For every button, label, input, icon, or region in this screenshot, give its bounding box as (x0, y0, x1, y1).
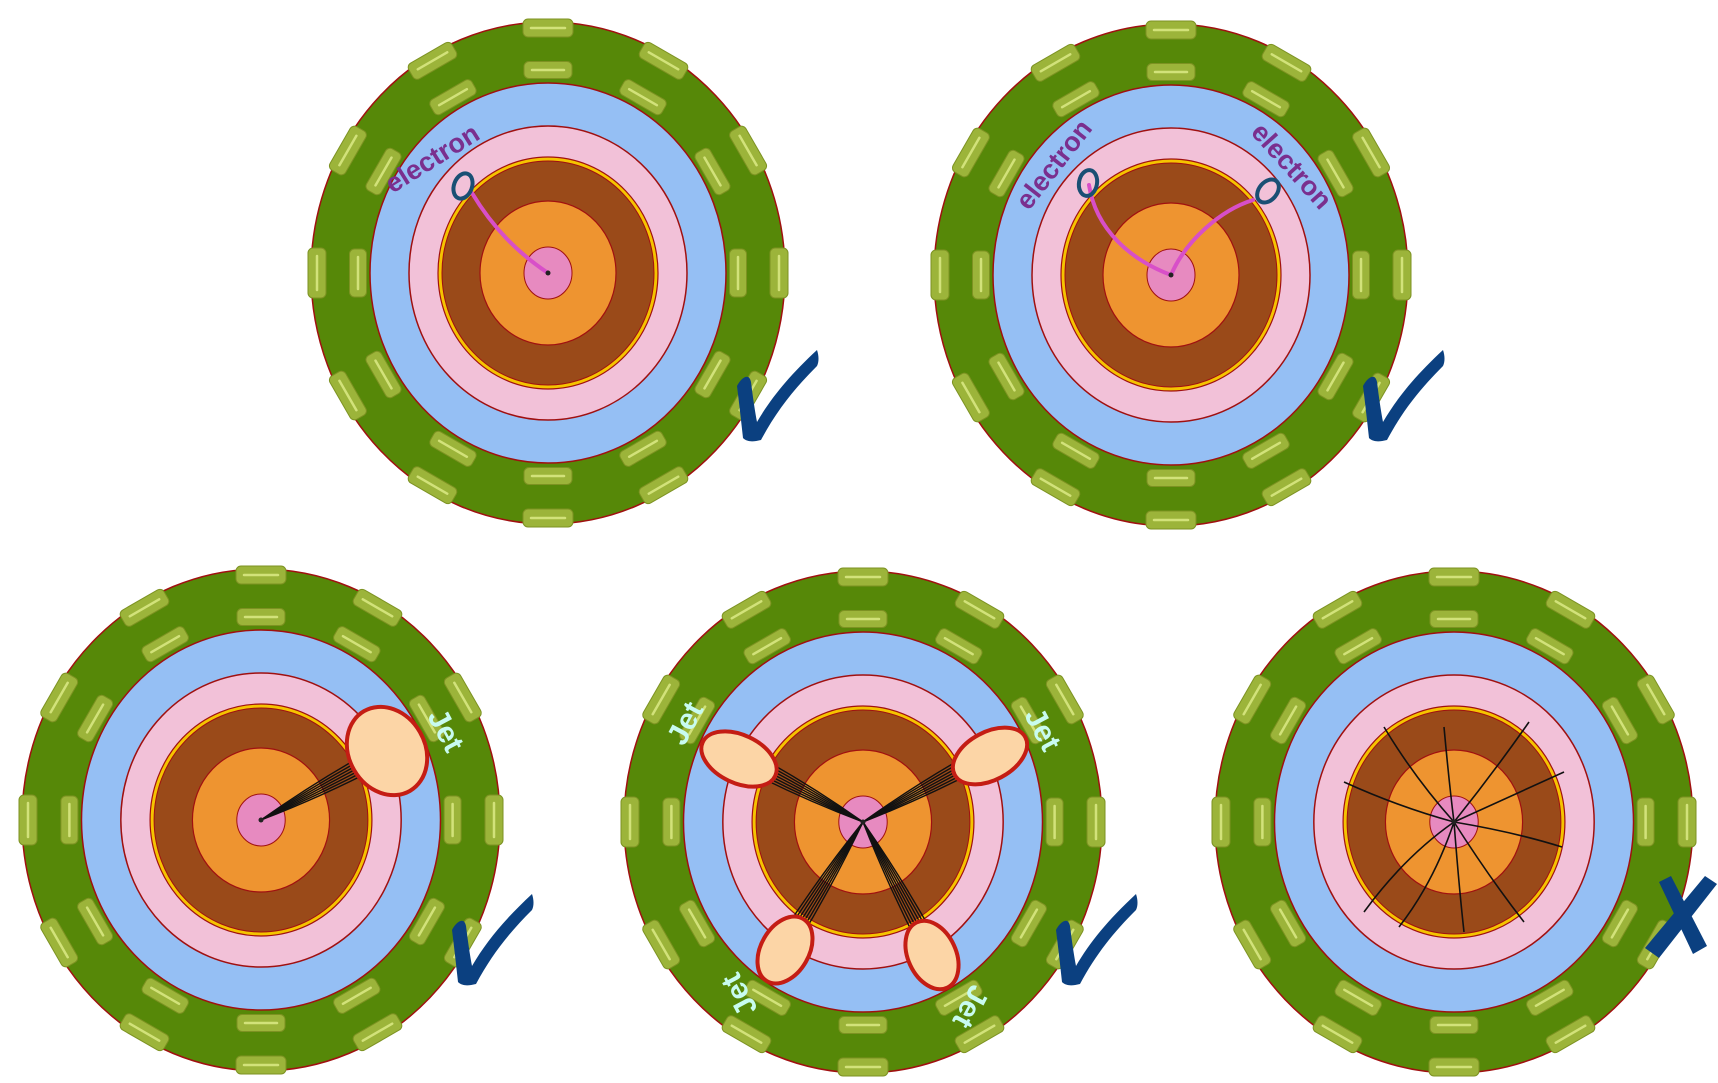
muon-chamber (621, 797, 639, 847)
muon-chamber (444, 796, 461, 844)
muon-chamber (523, 19, 573, 37)
muon-chamber (1678, 797, 1696, 847)
muon-chamber (236, 1056, 286, 1074)
muon-chamber (485, 795, 503, 845)
single-jet-event: Jet (19, 566, 534, 1074)
muon-chamber (524, 468, 572, 485)
muon-chamber (770, 248, 788, 298)
muon-chamber (663, 798, 680, 846)
muon-chamber (1146, 21, 1196, 39)
muon-chamber (838, 1058, 888, 1076)
muon-chamber (308, 248, 326, 298)
single-electron-event: electron (308, 19, 819, 527)
vertex-dot (259, 818, 264, 823)
muon-chamber (61, 796, 78, 844)
vertex-dot (1169, 273, 1174, 278)
muon-chamber (1147, 64, 1195, 81)
muon-chamber (1254, 798, 1271, 846)
muon-chamber (1212, 797, 1230, 847)
muon-chamber (1429, 1058, 1479, 1076)
muon-chamber (1146, 511, 1196, 529)
muon-chamber (1430, 611, 1478, 628)
muon-chamber (931, 250, 949, 300)
muon-chamber (524, 62, 572, 79)
muon-chamber (973, 251, 990, 299)
muon-chamber (839, 1017, 887, 1034)
muon-chamber (1430, 1017, 1478, 1034)
vertex-dot (546, 271, 551, 276)
muon-chamber (1637, 798, 1654, 846)
muon-chamber (1087, 797, 1105, 847)
muon-chamber (838, 568, 888, 586)
muon-chamber (237, 609, 285, 626)
muon-chamber (523, 509, 573, 527)
muon-chamber (350, 249, 367, 297)
scattered-tracks-event (1212, 568, 1717, 1076)
vertex-dot (1452, 820, 1457, 825)
muon-chamber (839, 611, 887, 628)
muon-chamber (730, 249, 747, 297)
muon-chamber (1147, 470, 1195, 487)
muon-chamber (1429, 568, 1479, 586)
muon-chamber (1353, 251, 1370, 299)
muon-chamber (19, 795, 37, 845)
muon-chamber (237, 1015, 285, 1032)
vertex-dot (861, 820, 866, 825)
muon-chamber (1393, 250, 1411, 300)
muon-chamber (236, 566, 286, 584)
muon-chamber (1046, 798, 1063, 846)
